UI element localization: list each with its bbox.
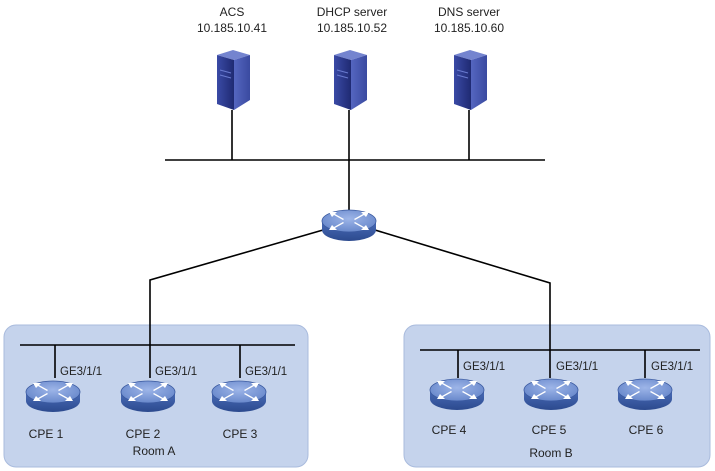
room-b: GE3/1/1 CPE 4 GE3/1/1 CPE 5 GE3/1/1 CPE … <box>429 361 693 460</box>
server-dns: DNS server 10.185.10.60 <box>434 5 504 111</box>
cpe-3: GE3/1/1 CPE 3 <box>211 366 287 441</box>
server-name: DHCP server <box>317 5 387 19</box>
router-icon <box>617 378 673 411</box>
cpe-5: GE3/1/1 CPE 5 <box>523 361 598 437</box>
cpe-label: CPE 4 <box>432 423 467 437</box>
interface-label: GE3/1/1 <box>463 361 505 373</box>
server-dhcp: DHCP server 10.185.10.52 <box>317 5 387 111</box>
interface-label: GE3/1/1 <box>651 361 693 373</box>
server-ip: 10.185.10.41 <box>197 21 267 35</box>
router-icon <box>523 378 579 411</box>
room-label: Room B <box>529 446 572 460</box>
core-to-room-b <box>374 229 551 350</box>
interface-label: GE3/1/1 <box>60 366 102 378</box>
cpe-label: CPE 5 <box>532 423 567 437</box>
router-icon <box>120 380 176 413</box>
interface-label: GE3/1/1 <box>155 366 197 378</box>
interface-label: GE3/1/1 <box>245 366 287 378</box>
cpe-label: CPE 2 <box>126 427 161 441</box>
server-acs: ACS 10.185.10.41 <box>197 5 267 111</box>
cpe-1: GE3/1/1 CPE 1 <box>25 366 102 441</box>
core-to-room-a <box>149 229 324 345</box>
cpe-label: CPE 6 <box>629 423 664 437</box>
cpe-2: GE3/1/1 CPE 2 <box>120 366 197 441</box>
router-icon <box>211 380 267 413</box>
room-a: GE3/1/1 CPE 1 GE3/1/1 CPE 2 GE3/1/1 CPE … <box>25 366 287 458</box>
cpe-label: CPE 1 <box>29 427 64 441</box>
server-icon <box>216 49 251 111</box>
interface-label: GE3/1/1 <box>556 361 598 373</box>
server-ip: 10.185.10.52 <box>317 21 387 35</box>
cpe-label: CPE 3 <box>223 427 258 441</box>
core-router-icon <box>321 209 377 242</box>
server-name: DNS server <box>438 5 500 19</box>
cpe-6: GE3/1/1 CPE 6 <box>617 361 693 437</box>
server-icon <box>333 49 368 111</box>
server-ip: 10.185.10.60 <box>434 21 504 35</box>
server-name: ACS <box>220 5 245 19</box>
router-icon <box>429 378 485 411</box>
room-label: Room A <box>133 444 176 458</box>
router-icon <box>25 380 81 413</box>
cpe-4: GE3/1/1 CPE 4 <box>429 361 505 437</box>
links <box>20 110 700 378</box>
server-icon <box>453 49 488 111</box>
